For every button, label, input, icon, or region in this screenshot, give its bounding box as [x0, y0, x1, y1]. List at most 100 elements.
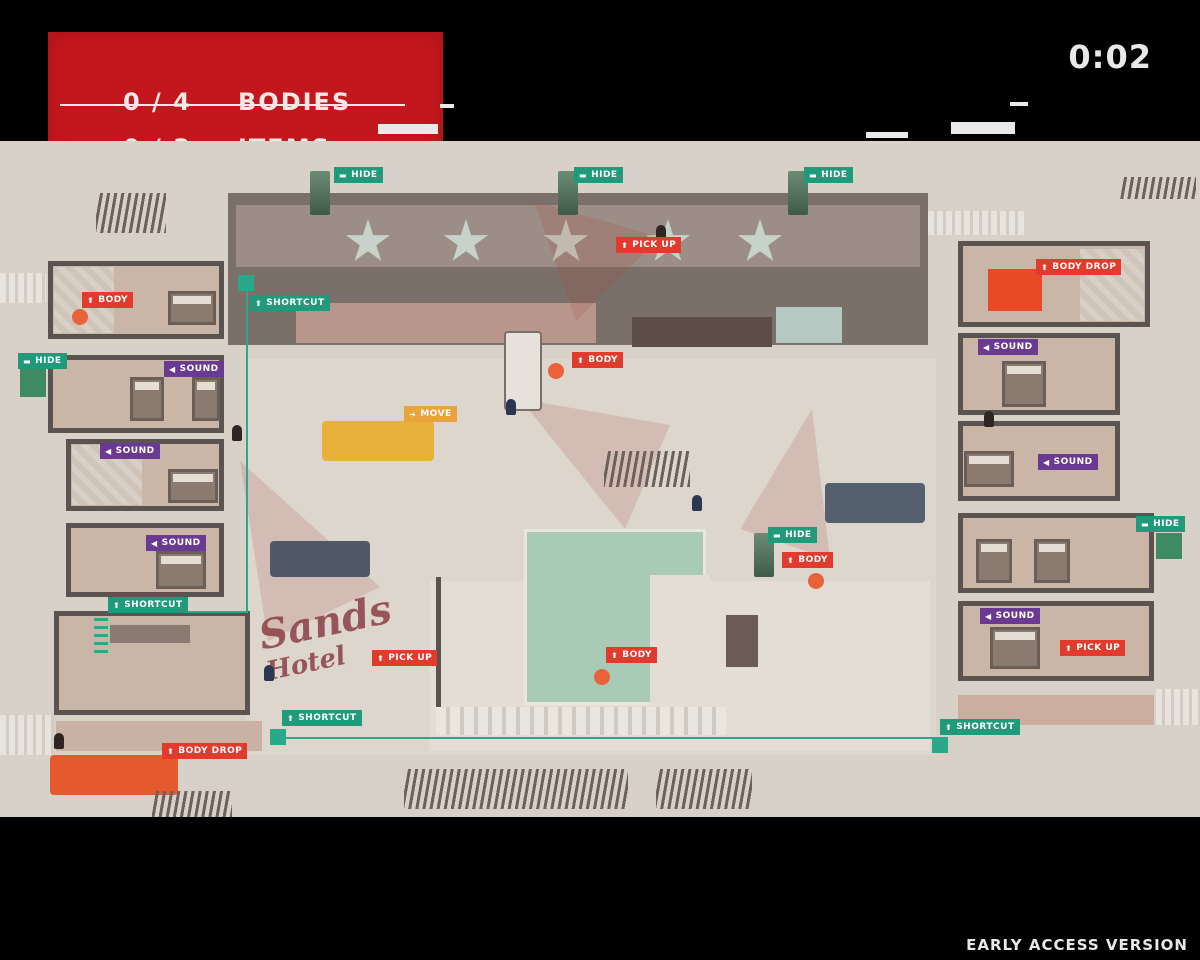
sound-tag[interactable]: ◀SOUND — [978, 339, 1038, 355]
arrow-up-icon: ⬆ — [621, 240, 629, 250]
body-tag[interactable]: ⬆BODY — [82, 292, 134, 308]
arrow-up-icon: ⬆ — [255, 298, 263, 308]
body-drop-car[interactable] — [50, 755, 178, 795]
victim-body[interactable] — [808, 573, 824, 589]
pickup-tag[interactable]: ⬆PICK UP — [1060, 640, 1126, 656]
pickup-tag[interactable]: ⬆PICK UP — [616, 237, 682, 253]
shrub — [1120, 177, 1196, 199]
hiding-dumpster[interactable] — [1156, 533, 1182, 559]
guard — [264, 665, 274, 681]
hiding-plant[interactable] — [310, 171, 330, 215]
pickup-tag[interactable]: ⬆PICK UP — [372, 650, 438, 666]
eye-slash-icon: ▬ — [1141, 519, 1150, 529]
arrow-up-icon: ⬆ — [945, 722, 953, 732]
body-tag[interactable]: ⬆BODY — [572, 352, 624, 368]
victim-body[interactable] — [72, 309, 88, 325]
arrow-up-icon: ⬆ — [787, 555, 795, 565]
speaker-icon: ◀ — [983, 342, 990, 352]
eye-slash-icon: ▬ — [23, 356, 32, 366]
shortcut-path — [128, 611, 248, 613]
sound-tag[interactable]: ◀SOUND — [164, 361, 224, 377]
yellow-car[interactable] — [322, 421, 434, 461]
shortcut-path — [278, 737, 940, 739]
hiding-plant[interactable] — [558, 171, 578, 215]
hiding-dumpster[interactable] — [20, 369, 46, 397]
speaker-icon: ◀ — [151, 538, 158, 548]
arrow-up-icon: ⬆ — [167, 746, 175, 756]
bed — [168, 469, 218, 503]
arrow-up-icon: ⬆ — [577, 355, 585, 365]
body-tag[interactable]: ⬆BODY — [606, 647, 658, 663]
dark-car — [825, 483, 925, 523]
body-tag[interactable]: ⬆BODY — [782, 552, 834, 568]
pool-bar[interactable] — [726, 615, 758, 667]
hide-tag[interactable]: ▬HIDE — [18, 353, 67, 369]
partygoer — [54, 733, 64, 749]
shortcut-path — [246, 281, 248, 611]
pool-wall — [436, 577, 441, 707]
eye-slash-icon: ▬ — [579, 170, 588, 180]
shelf — [110, 625, 190, 643]
ui-dash — [866, 132, 908, 138]
ui-dash — [951, 122, 1015, 134]
shortcut-node[interactable] — [270, 729, 286, 745]
bed — [168, 291, 216, 325]
hiding-plant[interactable] — [788, 171, 808, 215]
dark-car — [270, 541, 370, 577]
shrub — [604, 451, 690, 487]
move-tag[interactable]: ➜MOVE — [404, 406, 457, 422]
bodies-row: 0 / 4 BODIES — [48, 80, 443, 126]
hide-tag[interactable]: ▬HIDE — [768, 527, 817, 543]
shrub — [404, 769, 628, 809]
hide-tag[interactable]: ▬HIDE — [574, 167, 623, 183]
arrow-up-icon: ⬆ — [1065, 643, 1073, 653]
arrow-up-icon: ⬆ — [377, 653, 385, 663]
sound-tag[interactable]: ◀SOUND — [980, 608, 1040, 624]
victim-body[interactable] — [548, 363, 564, 379]
partygoer — [656, 225, 666, 241]
fence — [1156, 689, 1200, 725]
ui-dash — [378, 124, 438, 134]
bed — [990, 627, 1040, 669]
sound-tag[interactable]: ◀SOUND — [100, 443, 160, 459]
hiding-plant[interactable] — [754, 533, 774, 577]
level-map[interactable]: Sands Hotel ▬HIDE ▬HIDE ▬HIDE ⬆PICK UP ⬆… — [0, 141, 1200, 817]
shortcut-tag[interactable]: ⬆SHORTCUT — [250, 295, 330, 311]
sound-tag[interactable]: ◀SOUND — [146, 535, 206, 551]
arrow-up-icon: ⬆ — [611, 650, 619, 660]
victim-body[interactable] — [594, 669, 610, 685]
speaker-icon: ◀ — [1043, 457, 1050, 467]
hide-tag[interactable]: ▬HIDE — [334, 167, 383, 183]
arrow-up-icon: ⬆ — [87, 295, 95, 305]
hide-tag[interactable]: ▬HIDE — [804, 167, 853, 183]
level-timer: 0:02 — [1068, 38, 1152, 76]
hud-divider — [60, 104, 405, 106]
shortcut-node[interactable] — [932, 737, 948, 753]
body-drop-tag[interactable]: ⬆BODY DROP — [1036, 259, 1122, 275]
shrub — [96, 193, 166, 233]
sound-tag[interactable]: ◀SOUND — [1038, 454, 1098, 470]
bodies-count: 0 / 4 — [123, 88, 192, 116]
hotel-window — [776, 307, 842, 343]
bodies-label: BODIES — [238, 88, 352, 116]
ui-dash — [440, 104, 454, 108]
eye-slash-icon: ▬ — [773, 530, 782, 540]
arrow-right-icon: ➜ — [409, 409, 417, 419]
guard — [506, 399, 516, 415]
shortcut-node[interactable] — [238, 275, 254, 291]
hotel-planters — [632, 317, 772, 347]
body-drop-tag[interactable]: ⬆BODY DROP — [162, 743, 248, 759]
fence — [928, 211, 1024, 235]
ladder[interactable] — [94, 617, 108, 653]
shortcut-tag[interactable]: ⬆SHORTCUT — [282, 710, 362, 726]
guard — [692, 495, 702, 511]
hide-tag[interactable]: ▬HIDE — [1136, 516, 1185, 532]
early-access-label: EARLY ACCESS VERSION — [966, 936, 1188, 954]
bed — [1034, 539, 1070, 583]
partygoer — [984, 411, 994, 427]
shortcut-tag[interactable]: ⬆SHORTCUT — [940, 719, 1020, 735]
bed — [192, 377, 220, 421]
body-drop-bin[interactable] — [988, 269, 1042, 311]
speaker-icon: ◀ — [169, 364, 176, 374]
shortcut-tag[interactable]: ⬆SHORTCUT — [108, 597, 188, 613]
